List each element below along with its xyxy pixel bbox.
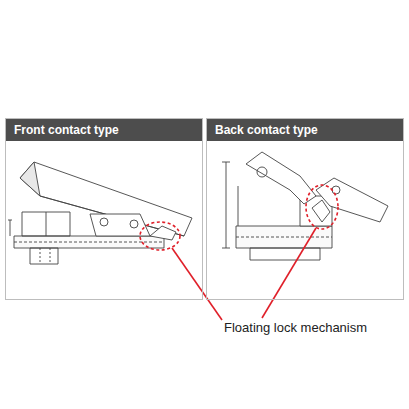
- base-foot: [30, 248, 58, 264]
- handle: [20, 162, 192, 236]
- clamp-arm: [246, 152, 316, 204]
- callout-label: Floating lock mechanism: [222, 320, 369, 336]
- contact-pad: [312, 200, 330, 222]
- base-block: [236, 226, 332, 248]
- base-foot: [250, 248, 320, 260]
- panel-header: Front contact type: [6, 119, 202, 141]
- panel-header: Back contact type: [207, 119, 403, 141]
- contact-pad: [150, 226, 176, 240]
- leader-line: [172, 248, 222, 320]
- base-plate: [14, 236, 164, 248]
- support-block: [22, 212, 70, 236]
- panel: Back contact type: [206, 118, 404, 300]
- leader-line: [262, 228, 316, 318]
- panel: Front contact type: [5, 118, 203, 300]
- highlight-circle: [306, 185, 338, 229]
- highlight-circle: [140, 222, 180, 250]
